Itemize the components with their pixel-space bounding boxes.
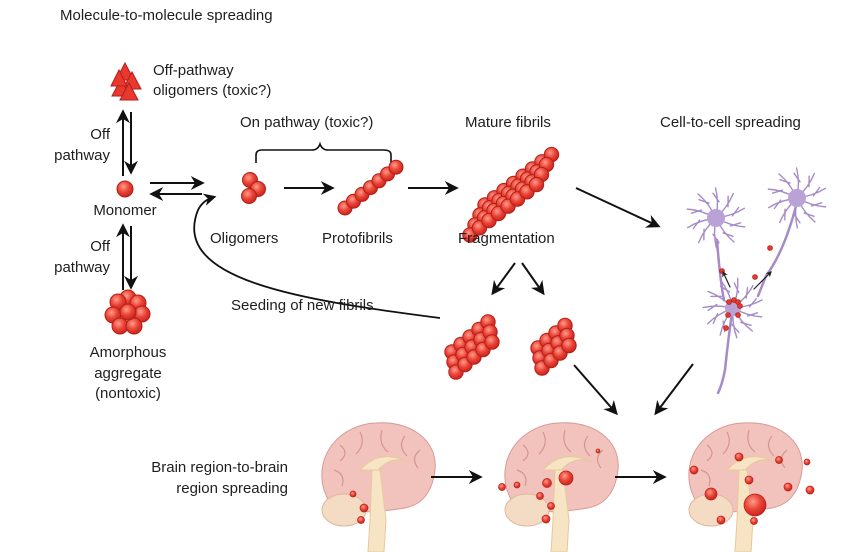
on-pathway-brace bbox=[255, 141, 392, 163]
label-amorphous-2: aggregate bbox=[94, 365, 162, 382]
label-off-top-2: pathway bbox=[54, 147, 110, 164]
label-seeding: Seeding of new fibrils bbox=[231, 297, 374, 314]
label-oligomers: Oligomers bbox=[210, 230, 279, 247]
mature-fibrils-icon bbox=[462, 146, 560, 243]
label-brain-region-1: Brain region-to-brain bbox=[151, 459, 288, 476]
arrow-fragmentation-right bbox=[521, 262, 545, 296]
brain-1-icon bbox=[321, 422, 436, 552]
off-pathway-oligomers-icon bbox=[110, 61, 142, 101]
amorphous-aggregate-icon bbox=[104, 289, 151, 335]
label-off-bottom-2: pathway bbox=[54, 259, 110, 276]
neurons-icon bbox=[686, 167, 827, 395]
arrow-neurons-to-brain bbox=[654, 363, 694, 416]
arrow-seeding-of-new-fibrils bbox=[193, 193, 441, 319]
arrow-fragmentation-left bbox=[491, 262, 516, 296]
oligomers-icon bbox=[241, 172, 266, 204]
monomer-icon bbox=[116, 180, 134, 198]
label-fragmentation: Fragmentation bbox=[458, 230, 555, 247]
label-on-pathway: On pathway (toxic?) bbox=[240, 114, 374, 131]
label-monomer: Monomer bbox=[93, 202, 157, 219]
label-mature-fibrils: Mature fibrils bbox=[465, 114, 551, 131]
label-cell-to-cell: Cell-to-cell spreading bbox=[660, 114, 801, 131]
label-protofibrils: Protofibrils bbox=[322, 230, 393, 247]
label-brain-region-2: region spreading bbox=[176, 480, 288, 497]
label-off-pathway-oligomers-1: Off-pathway bbox=[153, 62, 234, 79]
fragment-left-icon bbox=[444, 314, 500, 380]
brain-2-icon bbox=[498, 422, 619, 552]
label-off-top-1: Off bbox=[90, 126, 110, 143]
brain-3-icon bbox=[688, 422, 815, 552]
label-amorphous-3: (nontoxic) bbox=[95, 385, 161, 402]
arrow-fragments-to-brain bbox=[573, 364, 618, 416]
label-off-bottom-1: Off bbox=[90, 238, 110, 255]
arrow-fibrils-to-neurons bbox=[575, 187, 661, 228]
fragment-right-icon bbox=[530, 317, 577, 376]
label-amorphous-1: Amorphous bbox=[89, 344, 167, 361]
title-molecule-to-molecule: Molecule-to-molecule spreading bbox=[60, 7, 273, 24]
label-off-pathway-oligomers-2: oligomers (toxic?) bbox=[153, 82, 272, 99]
protofibrils-icon bbox=[337, 159, 404, 216]
